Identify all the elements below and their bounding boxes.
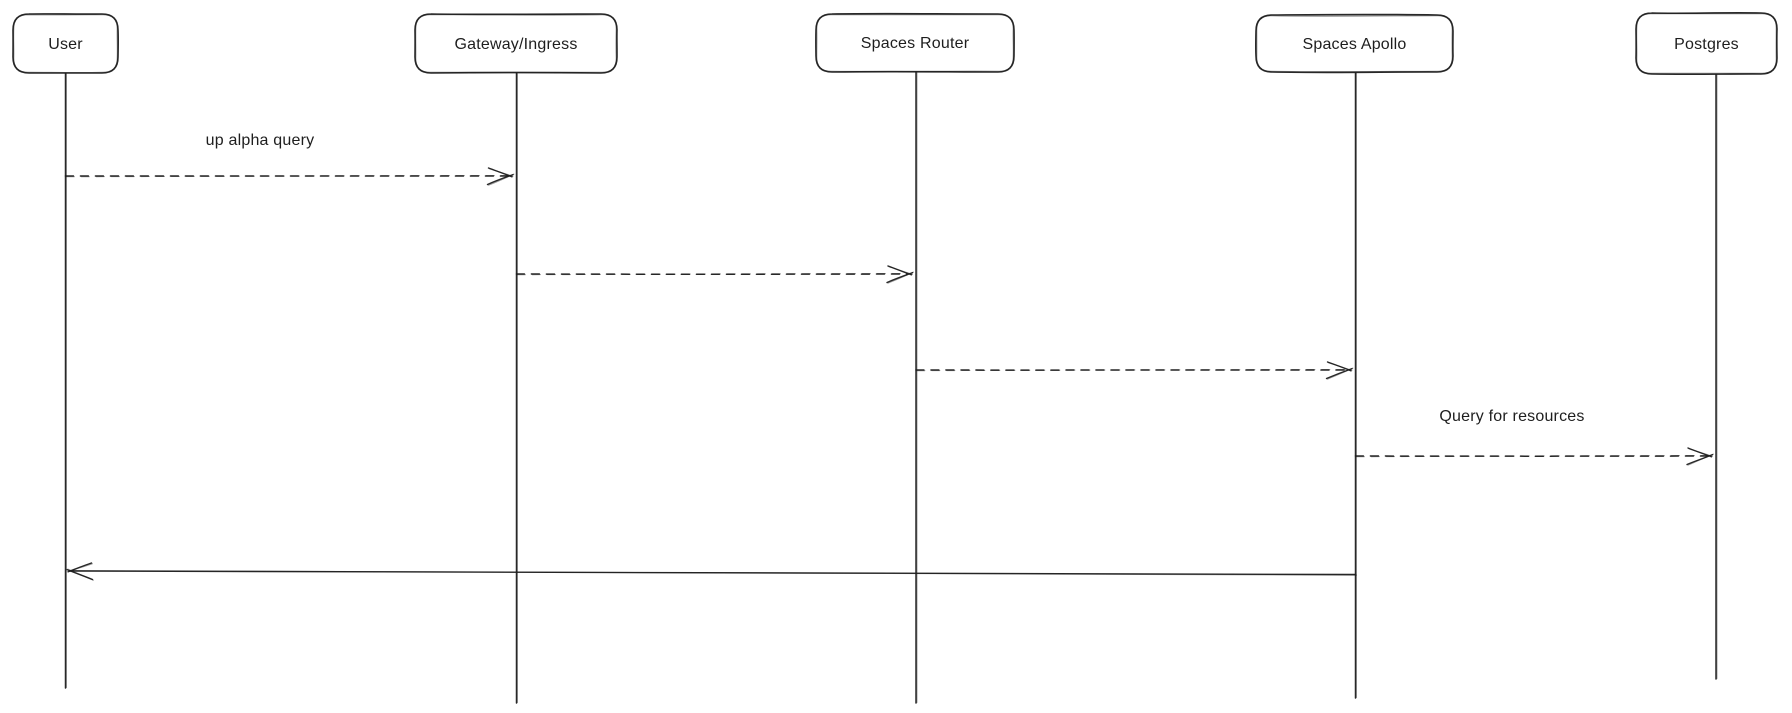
actor-label-postgres: Postgres	[1674, 35, 1739, 53]
actor-label-spaces-router: Spaces Router	[860, 35, 970, 52]
message-label-query-for-resources: Query for resources	[1439, 408, 1585, 425]
actor-label-gateway-ingress: Gateway/Ingress	[454, 35, 578, 53]
actor-label-spaces-apollo: Spaces Apollo	[1302, 35, 1407, 53]
actor-label-user: User	[48, 35, 83, 53]
message-label-up-alpha-query: up alpha query	[205, 132, 315, 149]
